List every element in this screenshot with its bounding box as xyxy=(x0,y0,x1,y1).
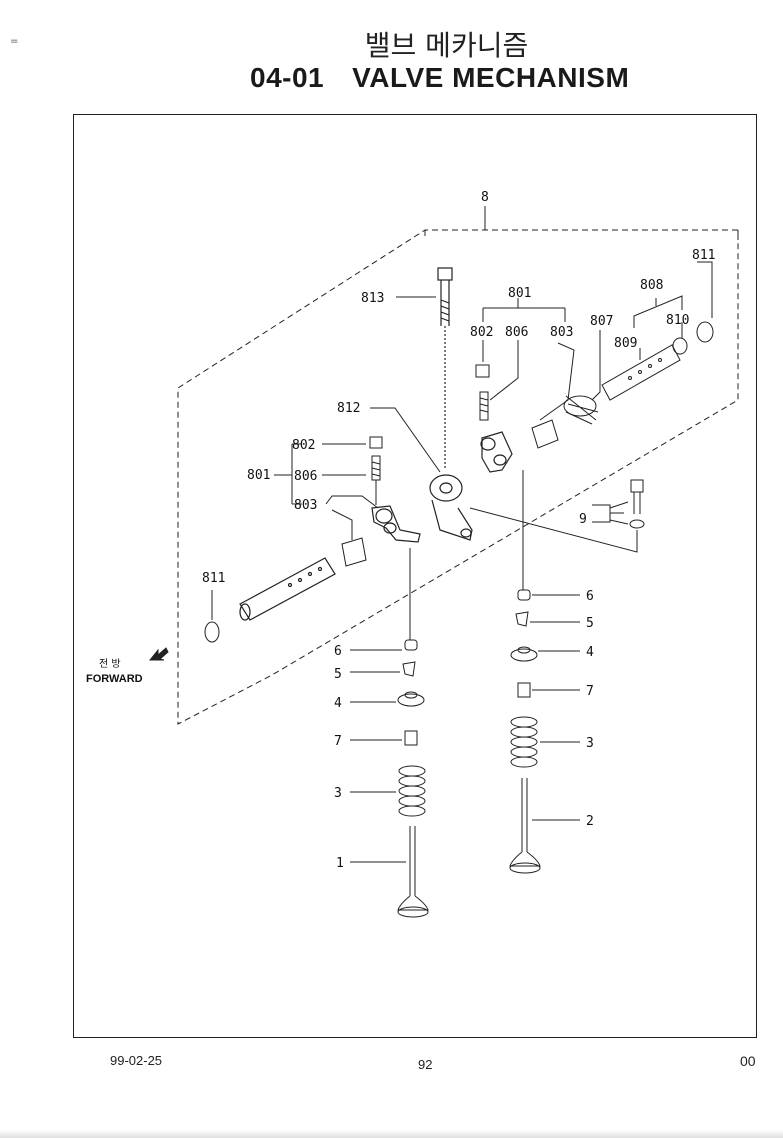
callout-809: 809 xyxy=(614,336,637,351)
section-title: VALVE MECHANISM xyxy=(352,62,630,93)
footer-date: 99-02-25 xyxy=(110,1053,163,1068)
callout-811: 811 xyxy=(692,248,715,263)
valve-spring-left xyxy=(398,765,426,817)
valve-right xyxy=(509,778,541,874)
callout-4-right: 4 xyxy=(586,645,594,660)
valve-cotter-left xyxy=(402,661,416,677)
nut-right xyxy=(475,364,490,378)
rocker-shaft-left xyxy=(239,557,336,621)
page-title-korean: 밸브 메카니즘 xyxy=(364,29,529,62)
page-number: 92 xyxy=(418,1057,433,1072)
callout-808: 808 xyxy=(640,278,663,293)
callout-7-left: 7 xyxy=(334,734,342,749)
callout-803: 803 xyxy=(550,325,573,340)
section-number: 04-01 xyxy=(250,62,325,93)
bolt-9 xyxy=(469,479,645,553)
callout-6-left: 6 xyxy=(334,644,342,659)
callout-3-left: 3 xyxy=(334,786,342,801)
bushing-left xyxy=(341,537,367,567)
callout-9: 9 xyxy=(579,512,587,527)
callout-8: 8 xyxy=(481,190,489,205)
valve-cap-right xyxy=(517,589,531,601)
callout-5-right: 5 xyxy=(586,616,594,631)
callout-1: 1 xyxy=(336,856,344,871)
callout-806: 806 xyxy=(505,325,528,340)
rocker-arm-left xyxy=(371,505,421,543)
footer-code: 00 xyxy=(740,1053,756,1069)
diagram-frame xyxy=(73,114,757,1038)
callout-5-left: 5 xyxy=(334,667,342,682)
forward-arrow-icon xyxy=(148,647,169,661)
valve-cap-left xyxy=(404,639,418,651)
callout-6-right: 6 xyxy=(586,589,594,604)
valve-spring-right xyxy=(510,716,538,768)
callout-803-left: 803 xyxy=(294,498,317,513)
callout-811-left: 811 xyxy=(202,571,225,586)
spring-retainer-right xyxy=(510,648,538,662)
callout-813: 813 xyxy=(361,291,384,306)
callout-4-left: 4 xyxy=(334,696,342,711)
screw-left xyxy=(371,455,381,481)
callout-806-left: 806 xyxy=(294,469,317,484)
rocker-shaft-right xyxy=(601,344,681,401)
callout-802-left: 802 xyxy=(292,438,315,453)
forward-label: FORWARD xyxy=(86,673,143,685)
page-title: 04-01 VALVE MECHANISM xyxy=(250,62,629,94)
callout-802: 802 xyxy=(470,325,493,340)
callout-2: 2 xyxy=(586,814,594,829)
valve-seal-right xyxy=(517,682,531,698)
callout-3-right: 3 xyxy=(586,736,594,751)
screw-right xyxy=(479,391,489,421)
rocker-support-812 xyxy=(429,474,473,541)
snap-ring-left xyxy=(204,621,220,643)
callout-812: 812 xyxy=(337,401,360,416)
spring-retainer-left xyxy=(397,693,425,707)
rocker-arm-right xyxy=(480,431,513,473)
bushing-810 xyxy=(672,337,688,355)
scan-edge xyxy=(0,1130,783,1138)
bushing-right xyxy=(531,419,559,449)
callout-801-left: 801 xyxy=(247,468,270,483)
nut-left xyxy=(369,436,383,449)
callout-810: 810 xyxy=(666,313,689,328)
valve-seal-left xyxy=(404,730,418,746)
callout-labels: 8 811 808 801 807 810 809 802 806 803 81… xyxy=(86,190,715,871)
callout-7-right: 7 xyxy=(586,684,594,699)
callout-807: 807 xyxy=(590,314,613,329)
valve-cotter-right xyxy=(515,611,529,627)
valve-left xyxy=(397,826,429,918)
spring-rocker-807 xyxy=(563,395,597,417)
snap-ring-right xyxy=(696,321,714,343)
bolt-813 xyxy=(437,267,453,470)
margin-mark: = xyxy=(10,36,19,47)
forward-label-korean: 전 방 xyxy=(99,658,121,670)
callout-801: 801 xyxy=(508,286,531,301)
